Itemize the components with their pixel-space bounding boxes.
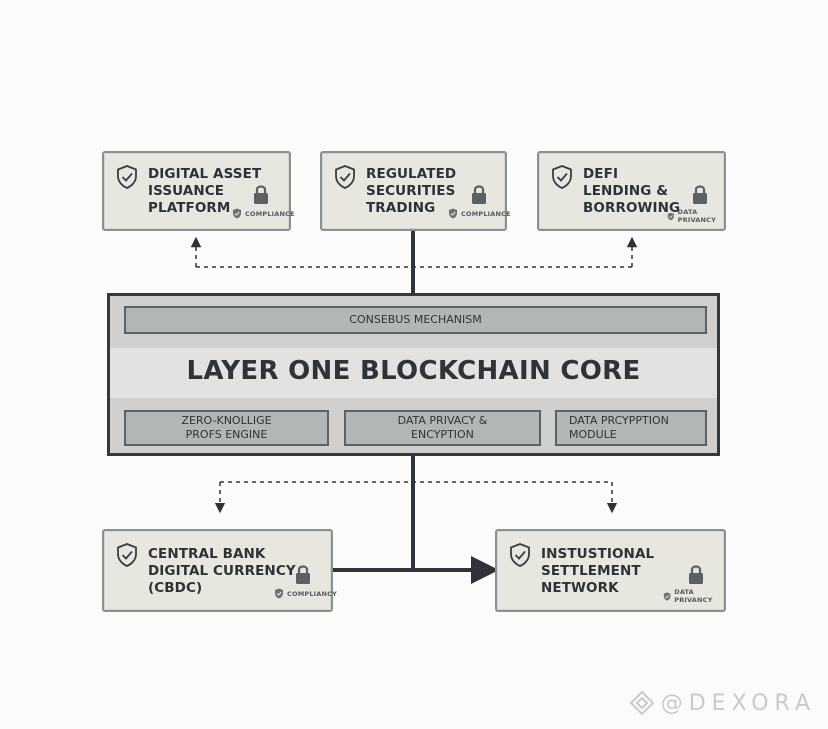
shield-check-icon: [335, 165, 355, 189]
compliance-badge: COMPLIANCE: [448, 208, 511, 219]
data-privacy-badge: DATA PRIVANCY: [663, 588, 724, 604]
zero-knowledge-proofs-module: ZERO-KNOLLIGE PROFS ENGINE: [124, 410, 329, 446]
platform-title: REGULATED SECURITIES TRADING: [366, 166, 457, 216]
shield-check-icon: [552, 165, 572, 189]
data-privacy-badge: DATA PRIVANCY: [667, 208, 724, 224]
shield-check-icon: [233, 208, 241, 219]
downstream-title: INSTUSTIONAL SETTLEMENT NETWORK: [541, 546, 655, 596]
module-label: ZERO-KNOLLIGE PROFS ENGINE: [181, 414, 272, 441]
badge-label: COMPLIANCY: [287, 589, 338, 598]
core-title: LAYER ONE BLOCKCHAIN CORE: [186, 356, 641, 386]
watermark-text: @DEXORA: [660, 690, 816, 716]
badge-label: DATA PRIVANCY: [677, 208, 716, 224]
shield-check-icon: [667, 212, 674, 220]
consensus-mechanism-module: CONSEBUS MECHANISM: [124, 306, 707, 334]
data-privacy-encryption-module: DATA PRIVACY & ENCYPTION: [344, 410, 541, 446]
badge-label: DATA PRIVANCY: [674, 588, 713, 604]
blockchain-core-block: CONSEBUS MECHANISM LAYER ONE BLOCKCHAIN …: [107, 293, 720, 456]
platform-title: DEFI LENDING & BORROWING: [583, 166, 681, 216]
compliance-badge: COMPLIANCY: [274, 588, 337, 599]
platform-box-defi-lending-borrowing: DEFI LENDING & BORROWING DATA PRIVANCY: [537, 151, 726, 231]
padlock-icon: [254, 185, 268, 204]
platform-box-digital-asset-issuance: DIGITAL ASSET ISSUANCE PLATFORM COMPLIAN…: [102, 151, 295, 231]
data-encryption-module: DATA PRCYPPTION MODULE: [555, 410, 707, 446]
watermark: @DEXORA: [629, 690, 816, 716]
badge-label: COMPLIANCE: [461, 209, 511, 218]
platform-box-regulated-securities-trading: REGULATED SECURITIES TRADING COMPLIANCE: [320, 151, 511, 231]
diamond-logo-icon: [629, 690, 655, 716]
downstream-box-institutional-settlement: INSTUSTIONAL SETTLEMENT NETWORK DATA PRI…: [495, 529, 726, 612]
padlock-icon: [472, 185, 486, 204]
downstream-title: CENTRAL BANK DIGITAL CURRENCY (CBDC): [148, 546, 296, 596]
module-label: DATA PRIVACY & ENCYPTION: [397, 414, 488, 441]
shield-check-icon: [117, 543, 137, 567]
compliance-badge: COMPLIANCE: [232, 208, 295, 219]
shield-check-icon: [449, 208, 457, 219]
shield-check-icon: [275, 588, 283, 599]
padlock-icon: [296, 565, 310, 584]
module-label: DATA PRCYPPTION MODULE: [569, 414, 669, 441]
shield-check-icon: [663, 591, 671, 601]
shield-check-icon: [117, 165, 137, 189]
padlock-icon: [689, 565, 703, 584]
downstream-box-cbdc: CENTRAL BANK DIGITAL CURRENCY (CBDC) COM…: [102, 529, 337, 612]
shield-check-icon: [510, 543, 530, 567]
padlock-icon: [693, 185, 707, 204]
platform-title: DIGITAL ASSET ISSUANCE PLATFORM: [148, 166, 262, 216]
badge-label: COMPLIANCE: [245, 209, 295, 218]
core-title-band: [110, 348, 717, 398]
